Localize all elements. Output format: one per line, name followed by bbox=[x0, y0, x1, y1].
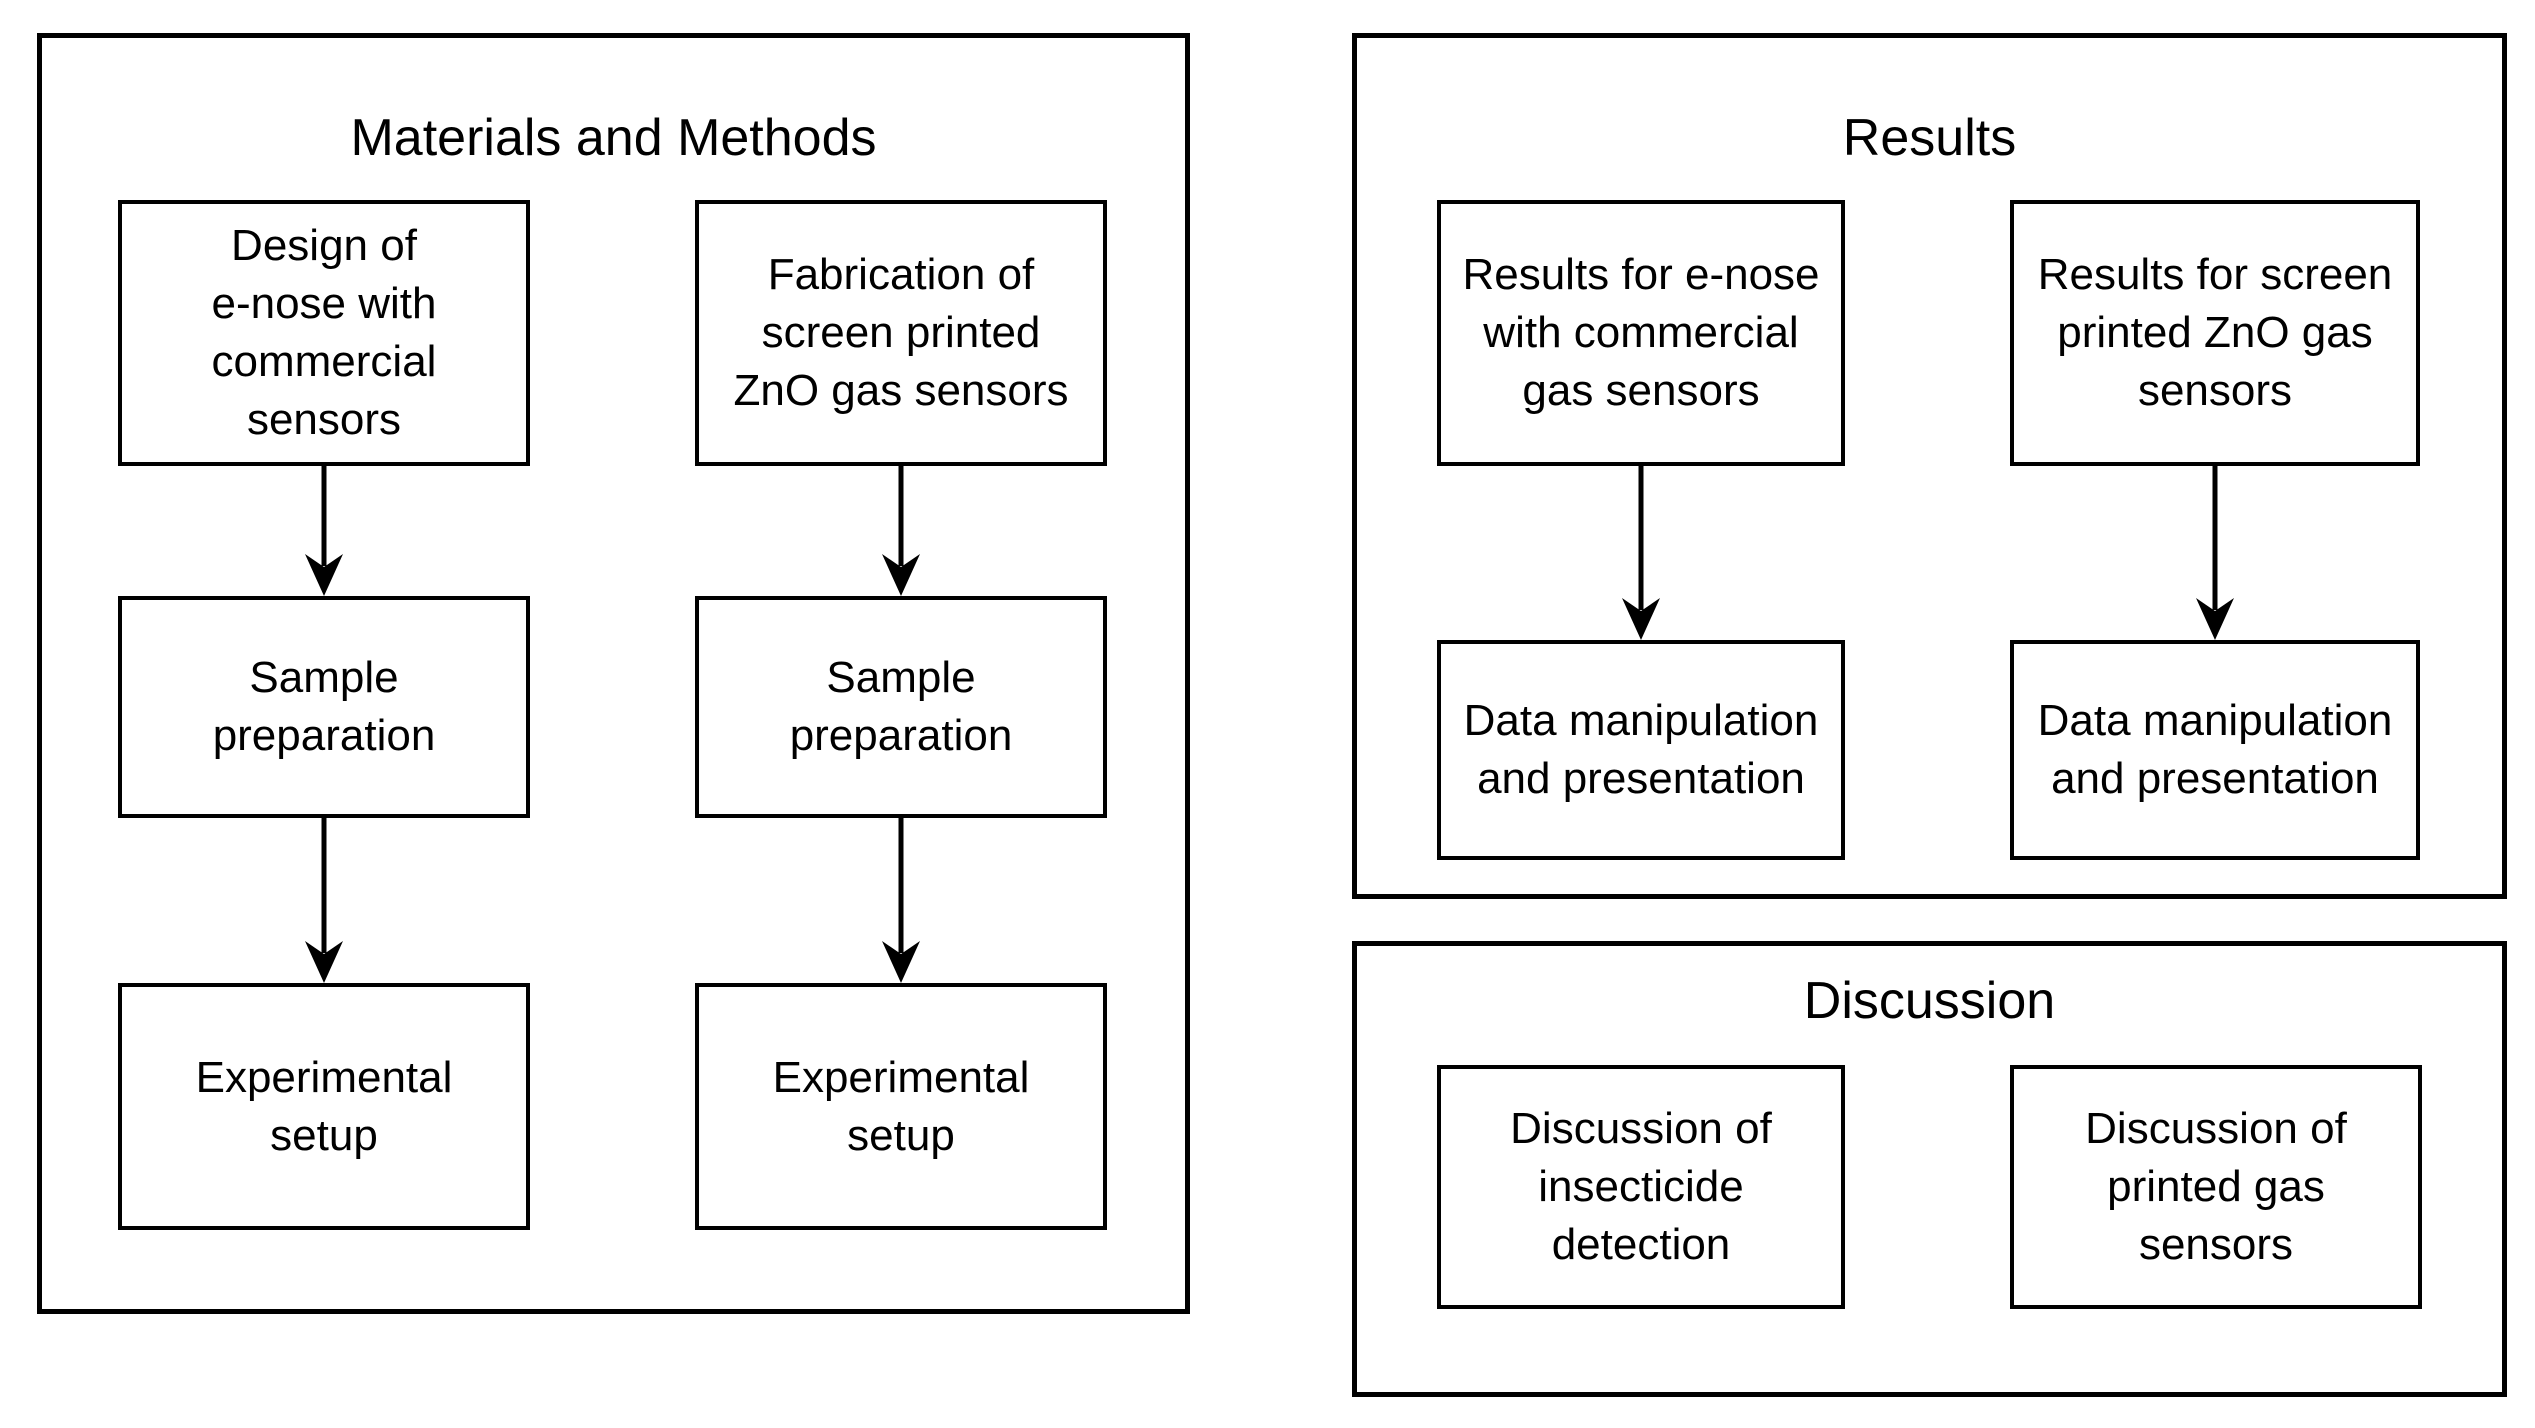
data-manipulation-box-right: Data manipulation and presentation bbox=[2010, 640, 2420, 860]
results-enose-box: Results for e-nose with commercial gas s… bbox=[1437, 200, 1845, 466]
results-title: Results bbox=[1842, 109, 2017, 167]
experimental-setup-box-left: Experimental setup bbox=[118, 983, 530, 1230]
results-zno-box: Results for screen printed ZnO gas senso… bbox=[2010, 200, 2420, 466]
design-enose-box: Design of e-nose with commercial sensors bbox=[118, 200, 530, 466]
sample-preparation-box-right: Sample preparation bbox=[695, 596, 1107, 818]
sample-preparation-box-left: Sample preparation bbox=[118, 596, 530, 818]
discussion-title: Discussion bbox=[1803, 972, 2056, 1030]
experimental-setup-box-right: Experimental setup bbox=[695, 983, 1107, 1230]
discussion-insecticide-box: Discussion of insecticide detection bbox=[1437, 1065, 1845, 1309]
materials-and-methods-title: Materials and Methods bbox=[350, 109, 877, 167]
discussion-printed-sensors-box: Discussion of printed gas sensors bbox=[2010, 1065, 2422, 1309]
fabrication-zno-box: Fabrication of screen printed ZnO gas se… bbox=[695, 200, 1107, 466]
data-manipulation-box-left: Data manipulation and presentation bbox=[1437, 640, 1845, 860]
